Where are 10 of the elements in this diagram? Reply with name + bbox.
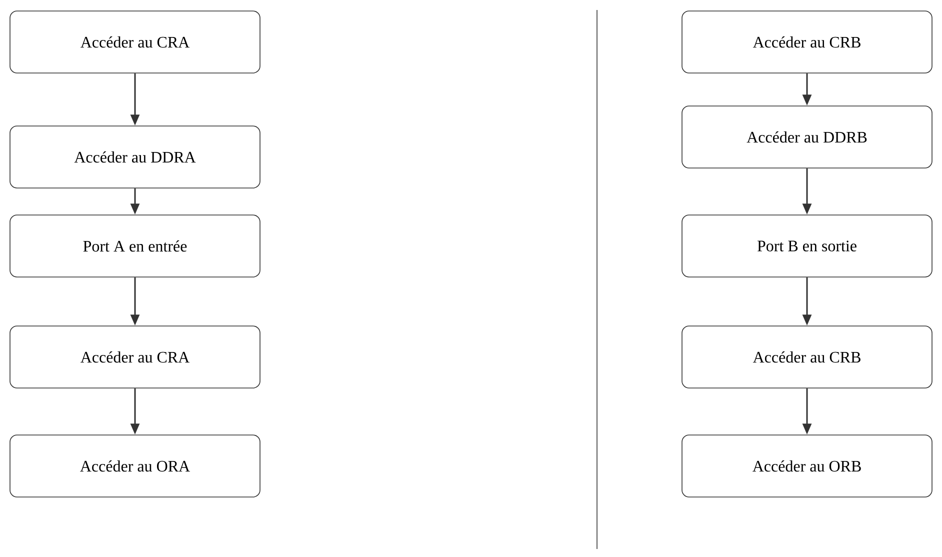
process-box: Port A en entrée	[10, 214, 260, 278]
process-box: Port B en sortie	[682, 214, 932, 278]
process-box: Accéder au CRB	[682, 10, 932, 74]
process-box: Accéder au ORB	[682, 434, 932, 498]
process-box: Accéder au DDRB	[682, 106, 932, 168]
process-box: Accéder au CRA	[10, 10, 260, 74]
process-box: Accéder au DDRA	[10, 126, 260, 188]
process-box: Accéder au CRB	[682, 326, 932, 388]
process-box: Accéder au ORA	[10, 434, 260, 498]
process-box: Accéder au CRA	[10, 326, 260, 388]
